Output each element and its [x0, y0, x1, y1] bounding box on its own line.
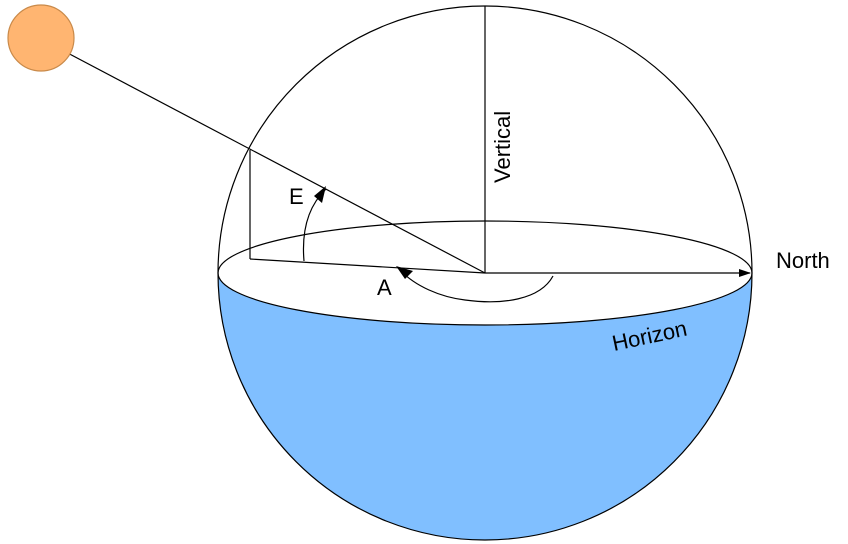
azimuth-label: A — [377, 275, 392, 300]
projection-horizontal-line — [249, 258, 486, 274]
sun-icon — [7, 4, 75, 72]
vertical-label: Vertical — [490, 111, 515, 183]
sun-ray-line — [42, 39, 486, 274]
azimuth-arc — [399, 269, 554, 303]
elevation-arrowhead — [314, 186, 326, 203]
north-label: North — [776, 248, 830, 273]
lower-hemisphere — [218, 273, 752, 540]
azimuth-arrowhead — [396, 266, 413, 279]
elevation-label: E — [289, 184, 304, 209]
